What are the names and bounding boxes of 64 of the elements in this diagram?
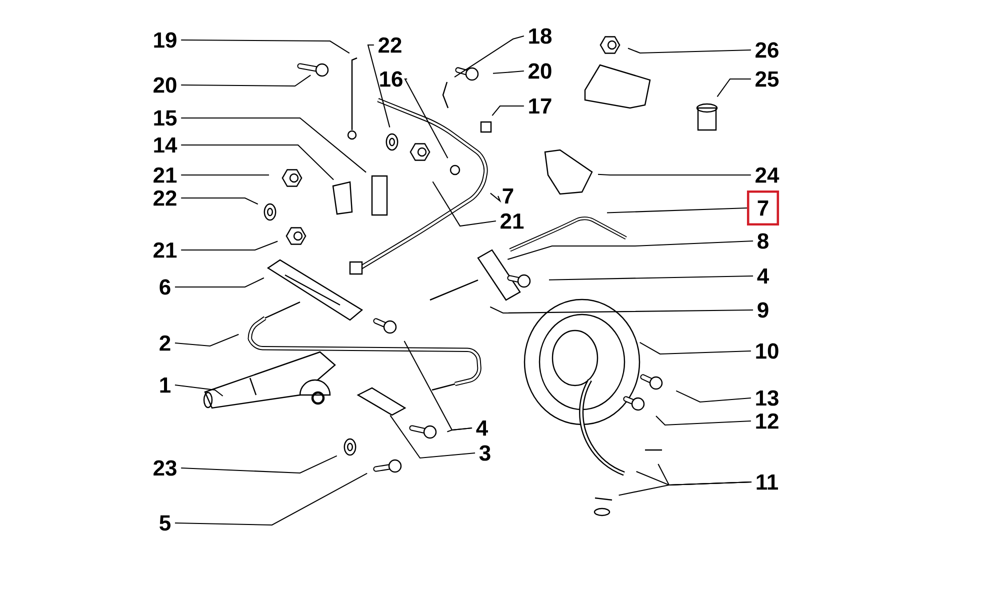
leader-line <box>492 70 524 74</box>
callout-number: 7 <box>502 188 514 204</box>
leader-line <box>432 181 496 227</box>
leader-line <box>174 384 224 396</box>
leader-line <box>492 105 524 116</box>
callout-number: 19 <box>154 32 176 48</box>
callout-number: 26 <box>756 42 778 58</box>
callout-number: 3 <box>479 445 490 461</box>
callout-number: 9 <box>758 302 768 318</box>
leader-line <box>454 36 524 78</box>
callout-number: 11 <box>756 474 778 490</box>
leader-line <box>404 78 448 158</box>
callout-number: 20 <box>528 63 552 79</box>
callout-number: 15 <box>154 110 177 126</box>
leader-line <box>628 48 751 54</box>
leader-line <box>656 416 751 426</box>
callout-number: 4 <box>476 420 488 436</box>
callout-number: 22 <box>378 37 402 53</box>
leader-line <box>181 197 258 205</box>
callout-number: 10 <box>756 343 778 359</box>
leader-line <box>181 240 278 251</box>
callout-number: 8 <box>758 233 768 249</box>
callout-number: 16 <box>380 71 402 87</box>
callout-number: 2 <box>160 335 170 351</box>
callout-number: 1 <box>160 377 170 393</box>
leader-line <box>181 144 334 180</box>
callout-number: 4 <box>757 268 769 284</box>
callout-number: 25 <box>756 71 779 87</box>
leader-line <box>618 481 752 496</box>
callout-number: 20 <box>154 77 176 93</box>
leader-line <box>490 192 502 203</box>
leader-line <box>640 342 751 355</box>
callout-number: 14 <box>154 137 178 153</box>
leader-line <box>507 240 754 260</box>
leader-line <box>181 455 338 474</box>
callout-number: 13 <box>756 390 778 406</box>
callout-number: 6 <box>160 279 170 295</box>
leader-line <box>390 415 476 459</box>
leader-line <box>174 277 264 288</box>
leader-line <box>606 207 747 214</box>
callout-number: 18 <box>529 28 552 44</box>
leader-line <box>676 390 751 403</box>
leader-line <box>367 44 390 128</box>
callout-number: 21 <box>154 167 177 183</box>
callout-number: 21 <box>154 242 177 258</box>
callout-number: 21 <box>500 213 524 229</box>
leader-line <box>716 78 751 98</box>
callout-number: 5 <box>160 515 170 531</box>
leader-line <box>174 472 368 526</box>
highlighted-callout-number: 7 <box>746 190 780 226</box>
callout-number: 17 <box>529 98 552 114</box>
leader-line <box>447 427 472 432</box>
callout-number: 22 <box>154 190 176 206</box>
callout-number: 24 <box>756 167 780 183</box>
callout-number: 12 <box>756 413 778 429</box>
leader-line <box>549 275 754 280</box>
leader-line <box>181 117 366 173</box>
leader-line <box>174 334 239 347</box>
leader-line <box>490 306 754 314</box>
leader-line <box>181 39 350 54</box>
callout-number: 23 <box>154 460 176 476</box>
leader-line <box>598 174 751 176</box>
leader-line <box>181 174 269 176</box>
leader-line <box>181 74 311 87</box>
